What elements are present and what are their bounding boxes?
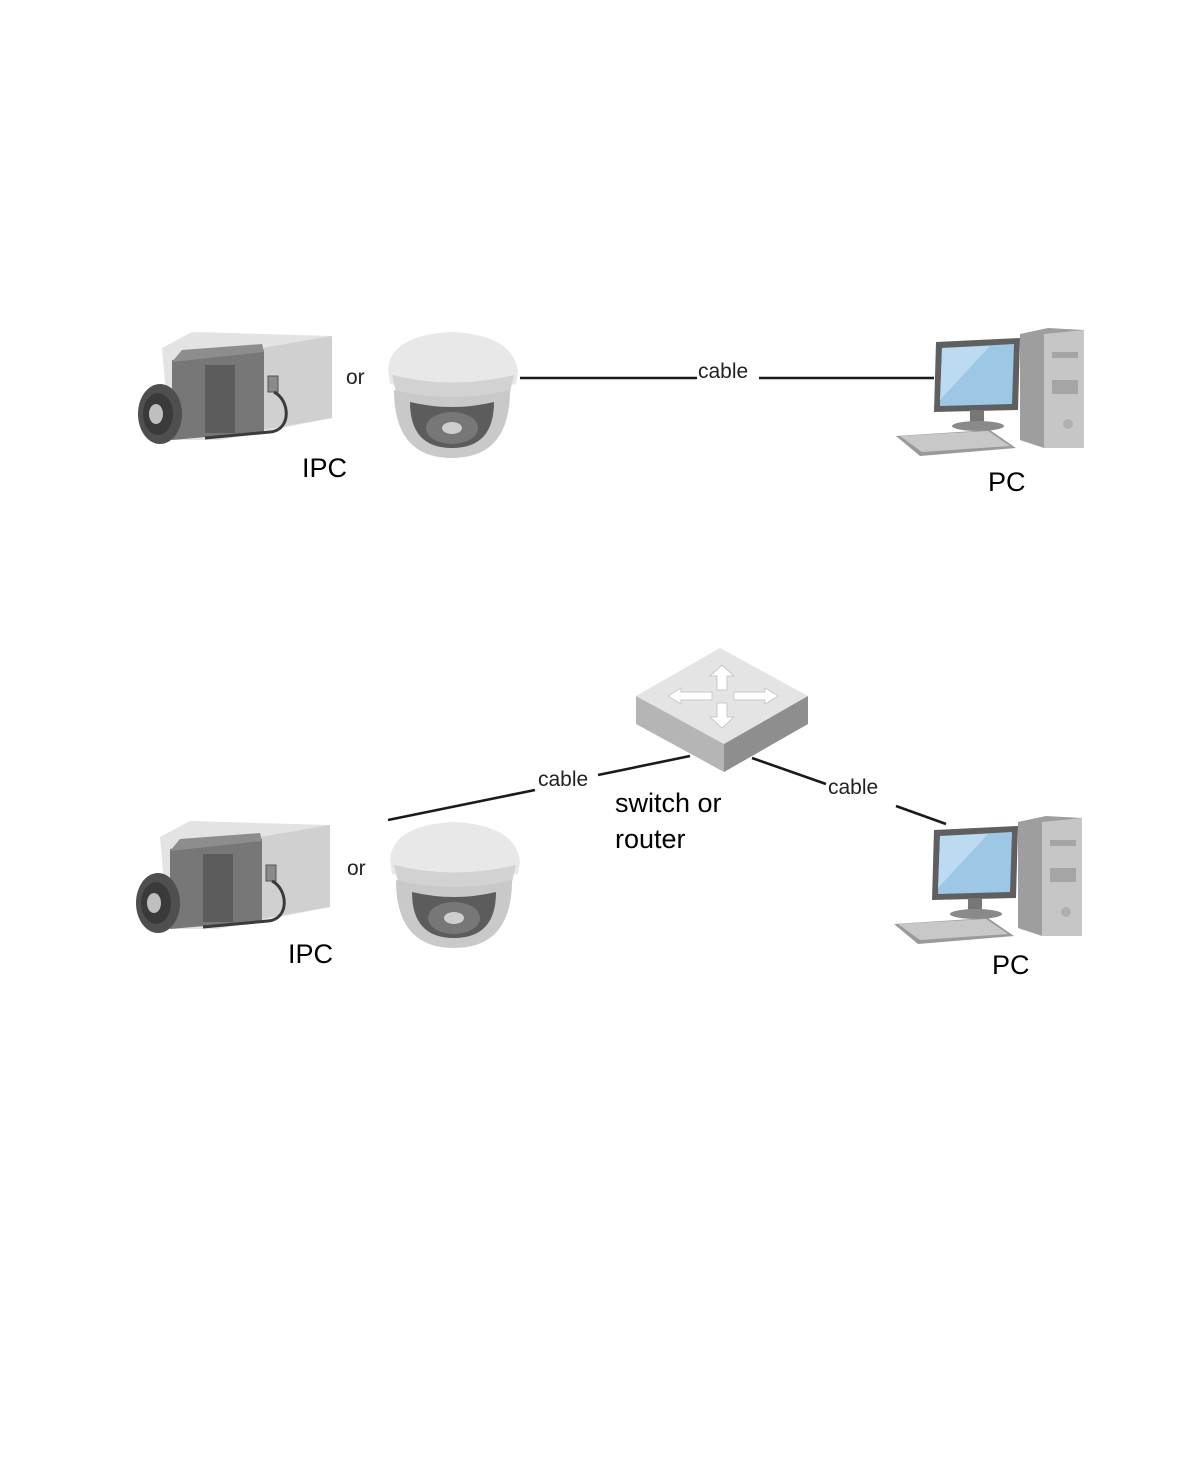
diagram-switch-connection: or IPC cable switch or router cable PC <box>136 648 1082 980</box>
cable-line-switch-to-label <box>752 758 826 784</box>
cable-left-label: cable <box>538 768 588 791</box>
cable-line-label-to-pc <box>896 806 946 824</box>
or-label: or <box>347 857 366 880</box>
cable-line-label-to-switch <box>598 756 690 775</box>
dome-camera-icon <box>388 332 518 458</box>
cable-label: cable <box>698 360 748 383</box>
pc-label: PC <box>988 467 1026 497</box>
desktop-pc-icon <box>894 816 1082 944</box>
switch-label-line2: router <box>615 824 686 854</box>
desktop-pc-icon <box>896 328 1084 456</box>
cable-right-label: cable <box>828 776 878 799</box>
diagram-direct-connection: or IPC cable PC <box>138 328 1084 497</box>
pc-label: PC <box>992 950 1030 980</box>
switch-router-icon <box>636 648 808 772</box>
dome-camera-icon <box>390 822 520 948</box>
box-camera-icon <box>136 821 330 933</box>
ipc-label: IPC <box>288 939 333 969</box>
switch-label-line1: switch or <box>615 788 722 818</box>
ipc-label: IPC <box>302 453 347 483</box>
box-camera-icon <box>138 332 332 444</box>
or-label: or <box>346 366 365 389</box>
cable-line-camera-to-label <box>388 790 535 820</box>
